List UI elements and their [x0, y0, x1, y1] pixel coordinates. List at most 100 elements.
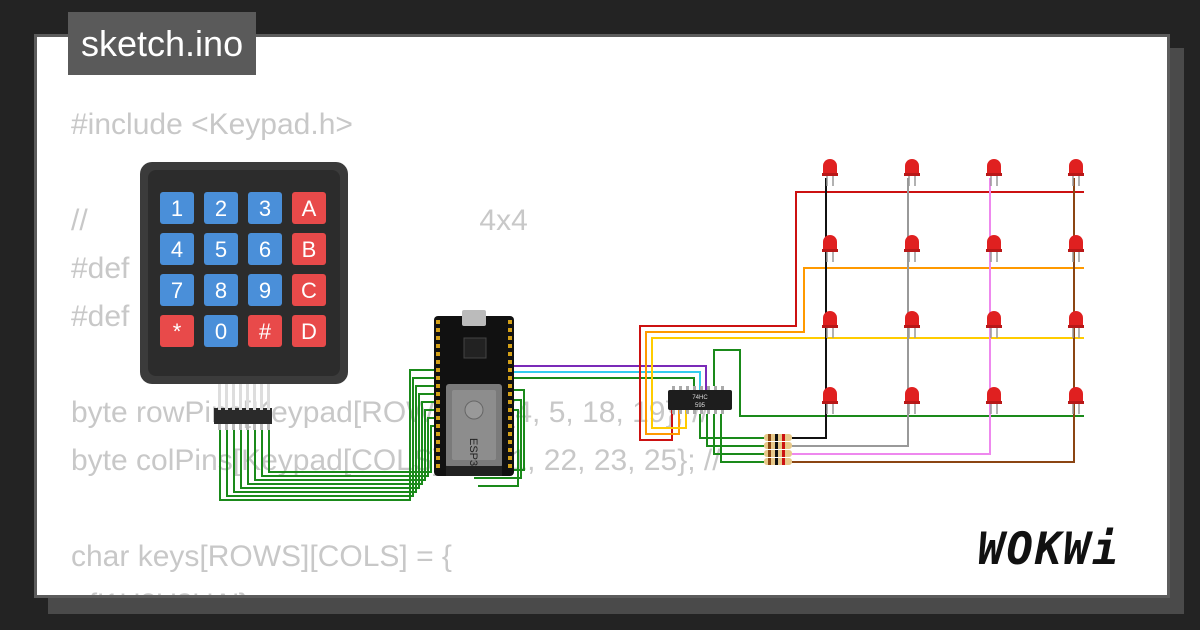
keypad-key[interactable]: C: [292, 274, 326, 306]
chip-to-resistor-wire: [713, 414, 764, 455]
esp32-label: ESP32: [467, 438, 479, 472]
led[interactable]: [1068, 235, 1084, 262]
led[interactable]: [822, 159, 838, 186]
esp32-board[interactable]: ESP32: [434, 310, 514, 476]
keypad-wire: [226, 377, 436, 497]
keypad-key-label: 6: [259, 237, 271, 262]
code-line: #def: [71, 300, 130, 333]
led[interactable]: [822, 387, 838, 414]
keypad-key[interactable]: 9: [248, 274, 282, 306]
led[interactable]: [1068, 387, 1084, 414]
keypad-key[interactable]: 1: [160, 192, 194, 224]
esp-to-chip-wire: [512, 377, 695, 390]
resistor-array[interactable]: [764, 434, 792, 465]
keypad-key[interactable]: #: [248, 315, 282, 347]
wokwi-logo: WOKWi: [978, 524, 1121, 575]
keypad-wire: [254, 409, 436, 481]
keypad-key-label: *: [173, 319, 182, 344]
keypad-ribbon: [218, 384, 270, 430]
keypad-key[interactable]: A: [292, 192, 326, 224]
chip-to-resistor-wire: [706, 414, 764, 447]
keypad-key[interactable]: *: [160, 315, 194, 347]
led[interactable]: [1068, 311, 1084, 338]
keypad-key-label: C: [301, 278, 317, 303]
esp-to-chip-wire: [512, 371, 701, 390]
led[interactable]: [822, 235, 838, 262]
keypad-key[interactable]: 0: [204, 315, 238, 347]
keypad-key[interactable]: 8: [204, 274, 238, 306]
keypad-key[interactable]: D: [292, 315, 326, 347]
keypad-key-label: 9: [259, 278, 271, 303]
keypad-key-label: 8: [215, 278, 227, 303]
led[interactable]: [986, 159, 1002, 186]
keypad-wire: [219, 369, 436, 501]
keypad[interactable]: 1 2 3 A 4 5 6 B 7 8 9 C * 0 # D: [140, 162, 348, 430]
resistor[interactable]: [764, 450, 792, 457]
led[interactable]: [986, 387, 1002, 414]
keypad-key-label: B: [302, 237, 317, 262]
code-line: #include <Keypad.h>: [71, 108, 353, 141]
col-wire: [792, 178, 909, 447]
keypad-key-label: 1: [171, 196, 183, 221]
keypad-key[interactable]: 2: [204, 192, 238, 224]
chip-label-1: 74HC: [692, 395, 708, 401]
keypad-key-label: 3: [259, 196, 271, 221]
keypad-key[interactable]: 4: [160, 233, 194, 265]
shift-register-74hc595[interactable]: 74HC 595: [668, 386, 732, 414]
keypad-key-label: 7: [171, 278, 183, 303]
resistor[interactable]: [764, 442, 792, 449]
led-matrix[interactable]: [822, 159, 1084, 414]
keypad-key[interactable]: 6: [248, 233, 282, 265]
usb-port: [462, 310, 486, 326]
esp-to-chip-wire: [512, 365, 707, 390]
wires: [219, 178, 1084, 501]
keypad-wire: [268, 425, 436, 473]
code-line: char keys[ROWS][COLS] = {: [71, 540, 452, 573]
led[interactable]: [904, 159, 920, 186]
led[interactable]: [986, 235, 1002, 262]
row-wire: [651, 337, 1084, 429]
keypad-key-label: 2: [215, 196, 227, 221]
keypad-key-label: A: [302, 196, 317, 221]
keypad-key[interactable]: 5: [204, 233, 238, 265]
keypad-key-label: D: [301, 319, 317, 344]
led[interactable]: [904, 235, 920, 262]
keypad-key[interactable]: 3: [248, 192, 282, 224]
chip-to-resistor-wire: [720, 414, 764, 463]
esp-wire: [474, 399, 522, 479]
led[interactable]: [1068, 159, 1084, 186]
keypad-key-label: 0: [215, 319, 227, 344]
resistor[interactable]: [764, 434, 792, 441]
row-wire: [639, 191, 1084, 441]
chip-label-2: 595: [695, 403, 706, 409]
esp-wire: [478, 409, 519, 487]
col-wire: [792, 178, 991, 455]
led[interactable]: [822, 311, 838, 338]
keypad-key-label: #: [259, 319, 272, 344]
code-line: {'1','2','3','A'},: [71, 581, 721, 595]
led[interactable]: [986, 311, 1002, 338]
keypad-connector: [214, 408, 272, 424]
keypad-key[interactable]: B: [292, 233, 326, 265]
led[interactable]: [904, 311, 920, 338]
row-wire: [713, 349, 1084, 417]
keypad-wire: [247, 401, 436, 485]
keypad-wire: [261, 417, 436, 477]
keypad-wire: [240, 393, 436, 489]
col-wire: [792, 178, 827, 439]
col-wire: [792, 178, 1075, 463]
keypad-key[interactable]: 7: [160, 274, 194, 306]
resistor[interactable]: [764, 458, 792, 465]
led[interactable]: [904, 387, 920, 414]
keypad-wire: [233, 385, 436, 493]
file-name-tab[interactable]: sketch.ino: [68, 12, 257, 75]
code-line: // 4x4: [71, 204, 528, 237]
chip-to-resistor-wire: [699, 414, 764, 439]
keypad-key-label: 4: [171, 237, 183, 262]
keypad-key-label: 5: [215, 237, 227, 262]
code-line: #def: [71, 252, 130, 285]
row-wire: [645, 267, 1084, 435]
